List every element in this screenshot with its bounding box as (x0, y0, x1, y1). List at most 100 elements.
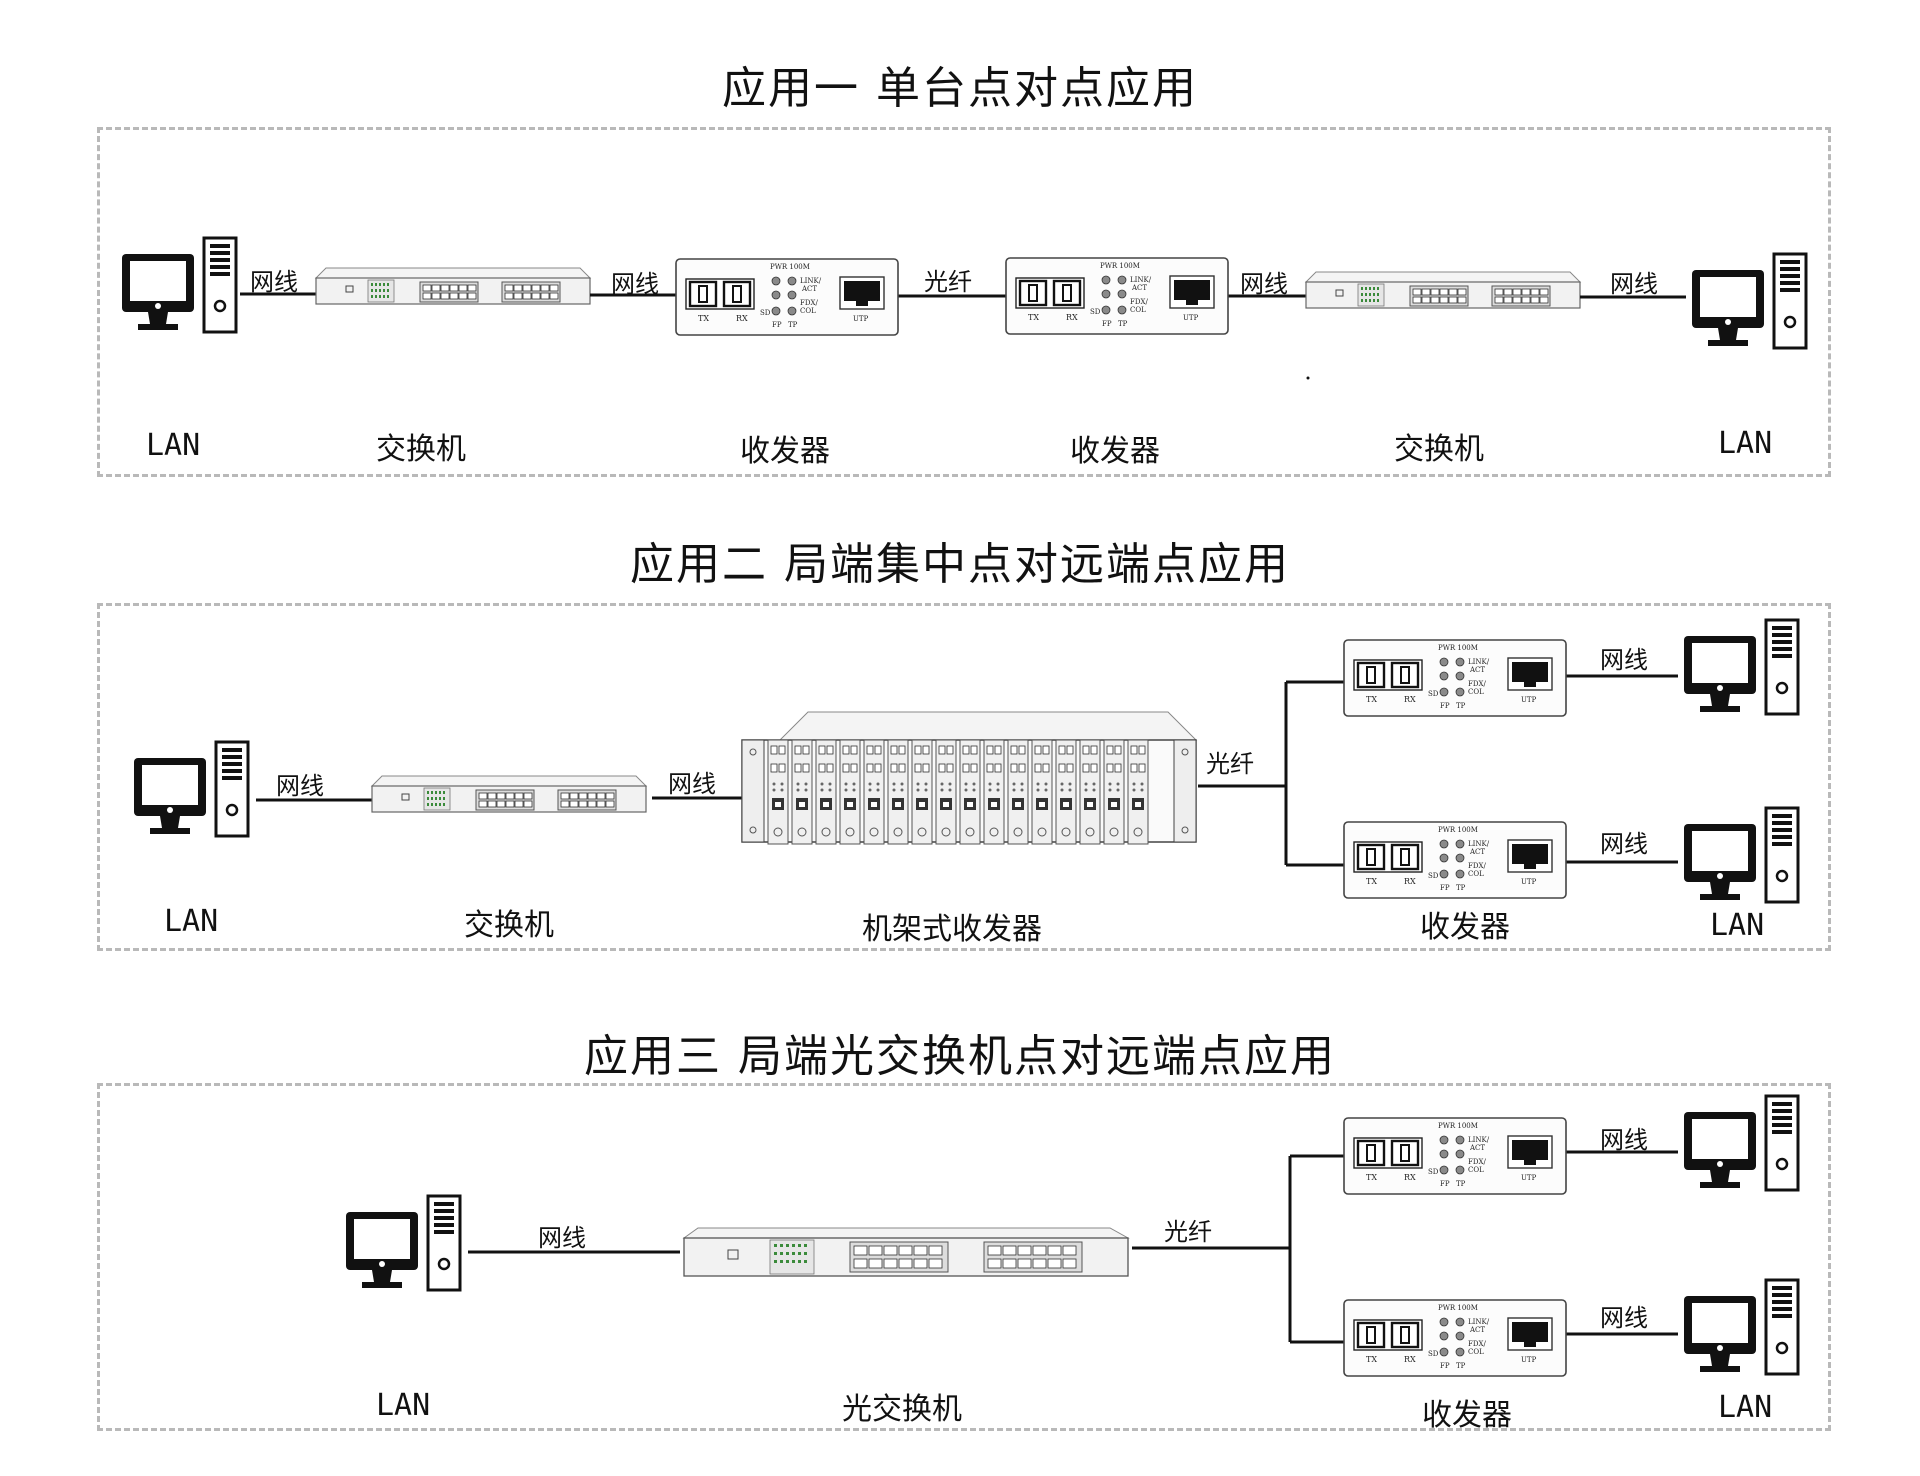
section2-title: 应用二 局端集中点对远端点应用 (630, 539, 1290, 590)
section3-title: 应用三 局端光交换机点对远端点应用 (584, 1031, 1336, 1082)
svg-text:COL: COL (1468, 1166, 1484, 1174)
svg-text:TX: TX (1366, 1173, 1377, 1182)
device-label: 收发器 (1422, 1398, 1512, 1433)
svg-text:TP: TP (1118, 320, 1128, 328)
svg-text:FP: FP (1440, 1362, 1450, 1370)
svg-text:FDX/: FDX/ (1468, 1158, 1486, 1166)
section3-panel (97, 1083, 1831, 1431)
svg-text:UTP: UTP (1521, 1356, 1537, 1364)
section3-diagram (344, 1094, 1800, 1376)
svg-text:PWR 100M: PWR 100M (1438, 1122, 1478, 1130)
svg-text:PWR 100M: PWR 100M (1438, 1304, 1478, 1312)
svg-text:ACT: ACT (1469, 848, 1485, 856)
computer-icon (1682, 1278, 1800, 1376)
wire-label: 光纤 (924, 268, 972, 296)
computer-icon (132, 740, 250, 838)
device-label: 交换机 (376, 432, 466, 467)
svg-text:SD: SD (1428, 872, 1439, 880)
svg-text:UTP: UTP (1521, 878, 1537, 886)
device-label: LAN (1710, 908, 1765, 943)
svg-text:FP: FP (772, 321, 782, 329)
svg-text:RX: RX (1404, 695, 1416, 704)
svg-text:ACT: ACT (1469, 666, 1485, 674)
svg-text:TX: TX (1366, 695, 1377, 704)
svg-text:RX: RX (1404, 1173, 1416, 1182)
wire-label: 网线 (1600, 1126, 1648, 1154)
svg-text:SD: SD (760, 309, 771, 317)
svg-text:COL: COL (1468, 870, 1484, 878)
device-label: LAN (164, 904, 219, 939)
device-label: 交换机 (464, 908, 554, 943)
wire-label: 网线 (1600, 646, 1648, 674)
svg-text:FP: FP (1440, 702, 1450, 710)
svg-text:RX: RX (1404, 1355, 1416, 1364)
svg-text:TX: TX (1366, 877, 1377, 886)
svg-text:RX: RX (1404, 877, 1416, 886)
svg-text:TX: TX (1028, 313, 1039, 322)
svg-text:COL: COL (1468, 1348, 1484, 1356)
svg-text:SD: SD (1428, 690, 1439, 698)
svg-text:UTP: UTP (853, 315, 869, 323)
section2-diagram (132, 618, 1800, 904)
svg-text:TP: TP (1456, 1362, 1466, 1370)
svg-text:FP: FP (1102, 320, 1112, 328)
svg-text:TP: TP (788, 321, 798, 329)
svg-text:ACT: ACT (1469, 1326, 1485, 1334)
device-label: LAN (1718, 426, 1773, 461)
svg-text:LINK/: LINK/ (1468, 1318, 1490, 1326)
svg-text:PWR 100M: PWR 100M (1438, 644, 1478, 652)
svg-text:COL: COL (1130, 306, 1146, 314)
switch-icon (1305, 271, 1581, 309)
svg-text:LINK/: LINK/ (800, 277, 822, 285)
device-label: 机架式收发器 (862, 912, 1042, 947)
svg-text:ACT: ACT (1131, 284, 1147, 292)
svg-text:TX: TX (1366, 1355, 1377, 1364)
computer-icon (1690, 252, 1808, 350)
svg-text:UTP: UTP (1183, 314, 1199, 322)
switch-icon (315, 267, 591, 305)
wire-label: 网线 (611, 270, 659, 298)
svg-text:LINK/: LINK/ (1468, 1136, 1490, 1144)
svg-text:TX: TX (698, 314, 709, 323)
optical-switch-icon (682, 1227, 1130, 1277)
section1-panel (97, 127, 1831, 477)
svg-text:SD: SD (1428, 1350, 1439, 1358)
svg-text:FDX/: FDX/ (1468, 1340, 1486, 1348)
device-label: 光交换机 (842, 1392, 962, 1427)
wire-label: 光纤 (1206, 750, 1254, 778)
svg-text:SD: SD (1428, 1168, 1439, 1176)
wire-label: 网线 (276, 772, 324, 800)
section2-panel (97, 603, 1831, 951)
device-label: 收发器 (1420, 910, 1510, 945)
svg-text:UTP: UTP (1521, 696, 1537, 704)
svg-text:COL: COL (800, 307, 816, 315)
computer-icon (1682, 806, 1800, 904)
switch-icon (371, 775, 647, 813)
wire-label: 网线 (1240, 270, 1288, 298)
svg-text:TP: TP (1456, 702, 1466, 710)
svg-text:ACT: ACT (1469, 1144, 1485, 1152)
wire-label: 网线 (668, 770, 716, 798)
computer-icon (1682, 1094, 1800, 1192)
svg-text:FDX/: FDX/ (1130, 298, 1148, 306)
svg-text:LINK/: LINK/ (1130, 276, 1152, 284)
svg-text:FDX/: FDX/ (1468, 862, 1486, 870)
svg-text:SD: SD (1090, 308, 1101, 316)
rack-converter-icon (741, 711, 1198, 845)
computer-icon (1682, 618, 1800, 716)
svg-text:TP: TP (1456, 1180, 1466, 1188)
device-label: 收发器 (740, 434, 830, 469)
svg-text:LINK/: LINK/ (1468, 840, 1490, 848)
device-label: LAN (1718, 1390, 1773, 1425)
device-label: LAN (376, 1388, 431, 1423)
svg-text:ACT: ACT (801, 285, 817, 293)
svg-text:RX: RX (1066, 313, 1078, 322)
device-label: LAN (146, 428, 201, 463)
wire-label: 网线 (1600, 1304, 1648, 1332)
wire-label: 光纤 (1164, 1218, 1212, 1246)
